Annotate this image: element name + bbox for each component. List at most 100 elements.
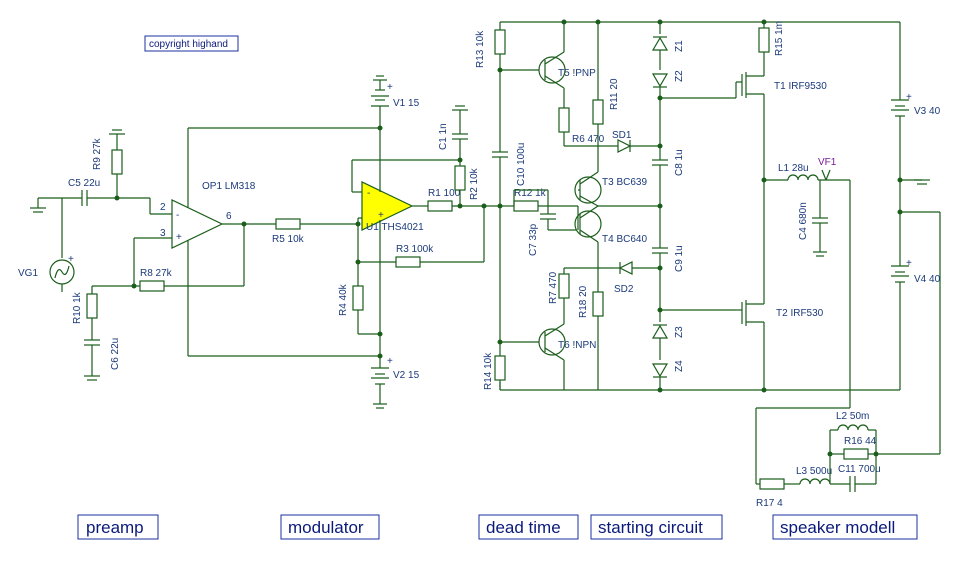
r15-label: R15 1m	[774, 21, 785, 56]
z2-label: Z2	[674, 70, 685, 82]
r7-label: R7 470	[548, 271, 559, 304]
r4-label: R4 40k	[338, 283, 349, 316]
r18-label: R18 20	[578, 285, 589, 318]
sd1-diode	[617, 139, 632, 153]
z4-label: Z4	[674, 360, 685, 372]
op1-label: OP1 LM318	[202, 181, 256, 192]
v2-label: V2 15	[393, 370, 420, 381]
vg1-label: VG1	[18, 268, 38, 279]
svg-text:-: -	[367, 188, 370, 199]
t1-mosfet	[740, 70, 770, 100]
modulator-section: R5 10k + V1 15 + V2 15 - + U	[188, 75, 500, 409]
svg-text:3: 3	[160, 228, 166, 239]
copyright-box	[144, 35, 239, 52]
r14-resistor	[494, 355, 506, 381]
c6-label: C6 22u	[110, 338, 121, 370]
t6-label: T6 !NPN	[558, 340, 596, 351]
starting-circuit-section: Z1 Z2 C8 1u C9 1u Z3 Z4	[651, 19, 827, 393]
v4-label: V4 40	[914, 274, 941, 285]
r16-label: R16 44	[844, 436, 877, 447]
t4-transistor	[574, 210, 602, 238]
r3-label: R3 100k	[396, 244, 434, 255]
svg-text:+: +	[387, 356, 393, 367]
r10-label: R10 1k	[72, 291, 83, 324]
c11-label: C11 700u	[838, 464, 881, 475]
r1-label: R1 100	[428, 188, 461, 199]
title-preamp-box	[77, 514, 159, 540]
r3-resistor	[395, 256, 421, 268]
dead-time-section: R13 10k C10 100u R14 10k T5 !PNP R6 470	[475, 19, 900, 391]
r5-resistor	[275, 218, 301, 230]
r2-label: R2 10k	[469, 167, 480, 200]
preamp-section: + VG1 C5 22u R9 27k 2 3 - + OP1 LM318 6	[18, 128, 256, 381]
c1-label: C1 1n	[438, 123, 449, 150]
svg-text:+: +	[176, 232, 182, 243]
title-starting-circuit-box	[590, 514, 723, 540]
v1-label: V1 15	[393, 98, 420, 109]
svg-text:+: +	[68, 254, 74, 265]
title-dead-time: dead time	[486, 518, 561, 537]
svg-text:+: +	[378, 210, 384, 221]
r1-resistor	[427, 200, 453, 212]
l1-inductor	[787, 174, 819, 181]
r6-resistor	[558, 107, 570, 133]
svg-text:6: 6	[226, 211, 232, 222]
vf1-label: VF1	[818, 157, 837, 168]
title-preamp: preamp	[86, 518, 144, 537]
title-modulator-box	[280, 514, 380, 540]
r16-resistor	[843, 448, 869, 460]
r9-resistor	[111, 149, 123, 175]
c9-label: C9 1u	[674, 245, 685, 272]
t1-label: T1 IRF9530	[774, 81, 827, 92]
copyright-text: copyright highand	[149, 39, 228, 50]
svg-text:2: 2	[160, 202, 166, 213]
r10-resistor	[86, 293, 98, 319]
r11-resistor	[592, 99, 604, 125]
r12-resistor	[513, 200, 539, 212]
sd1-label: SD1	[612, 130, 632, 141]
r13-resistor	[494, 29, 506, 55]
z1-zener	[651, 36, 669, 51]
r2-resistor	[454, 165, 466, 191]
r4-resistor	[352, 285, 364, 311]
r8-label: R8 27k	[140, 268, 173, 279]
svg-text:+: +	[906, 92, 912, 103]
l2-label: L2 50m	[836, 411, 869, 422]
l1-label: L1 28u	[778, 163, 809, 174]
u1-comparator	[361, 181, 414, 231]
sd2-diode	[618, 261, 633, 275]
c4-label: C4 680n	[798, 202, 809, 240]
t3-label: T3 BC639	[602, 177, 647, 188]
v3-label: V3 40	[914, 106, 941, 117]
c5-label: C5 22u	[68, 178, 100, 189]
svg-text:-: -	[176, 210, 179, 221]
r6-label: R6 470	[572, 134, 605, 145]
z3-zener	[651, 324, 669, 339]
z3-label: Z3	[674, 326, 685, 338]
sd2-label: SD2	[614, 284, 634, 295]
r17-resistor	[759, 478, 785, 490]
c10-label: C10 100u	[516, 143, 527, 186]
t4-label: T4 BC640	[602, 234, 647, 245]
r12-label: R12 1k	[514, 188, 547, 199]
l3-inductor	[799, 478, 831, 485]
z4-zener	[651, 363, 669, 378]
svg-text:+: +	[387, 82, 393, 93]
r7-resistor	[558, 273, 570, 299]
r8-resistor	[139, 280, 165, 292]
svg-text:+: +	[906, 258, 912, 269]
r15-resistor	[758, 27, 770, 53]
z2-zener	[651, 73, 669, 88]
z1-label: Z1	[674, 40, 685, 52]
l2-inductor	[837, 424, 869, 431]
c7-label: C7 33p	[528, 223, 539, 256]
op1-opamp	[171, 199, 224, 249]
title-speaker-model-box	[772, 514, 918, 540]
t2-label: T2 IRF530	[776, 308, 824, 319]
l3-label: L3 500u	[796, 466, 832, 477]
r17-label: R17 4	[756, 498, 783, 509]
u1-label: U1 THS4021	[366, 222, 424, 233]
r9-label: R9 27k	[92, 137, 103, 170]
